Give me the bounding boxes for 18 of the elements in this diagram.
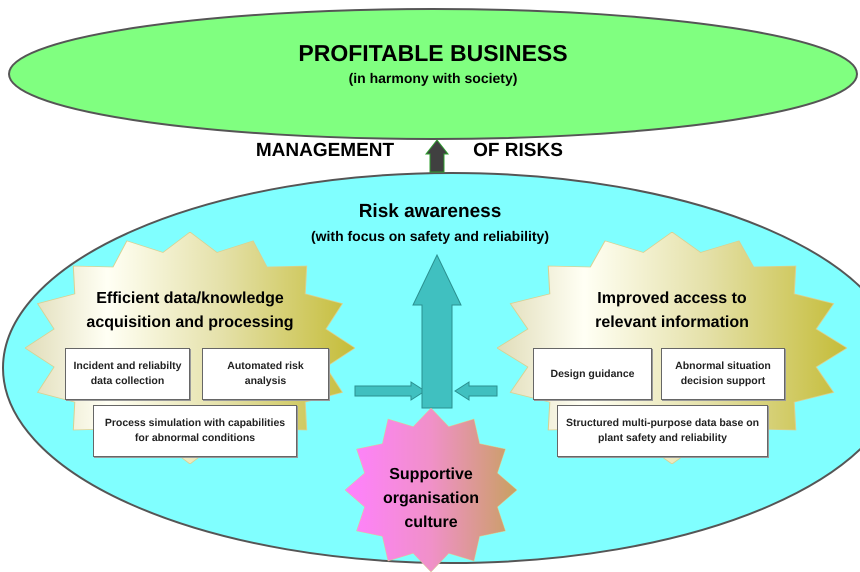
label-text: MANAGEMENT	[256, 138, 394, 163]
activity-box: Abnormal situation decision support	[661, 348, 785, 400]
starburst-heading: Improved access to relevant information	[594, 289, 750, 333]
block-arrow	[412, 254, 462, 408]
starburst-heading: Efficient data/knowledge acquisition and processing	[85, 289, 295, 333]
block-arrow	[424, 139, 450, 172]
label-text: OF RISKS	[473, 138, 563, 163]
activity-box: Process simulation with capabilities for abnormal conditions	[93, 405, 297, 457]
heading-text: Risk awareness	[358, 200, 502, 224]
block-arrow	[454, 381, 498, 401]
goal-title: PROFITABLE BUSINESS	[298, 39, 568, 68]
activity-box: Design guidance	[533, 348, 652, 400]
activity-box: Automated risk analysis	[202, 348, 329, 400]
starburst-text: Supportive organisation culture	[382, 465, 480, 533]
activity-box: Structured multi-purpose data base on plant safety and reliability	[557, 405, 768, 457]
goal-subtitle: (in harmony with society)	[348, 69, 518, 88]
subheading-text: (with focus on safety and reliability)	[310, 227, 550, 246]
activity-box: Incident and reliabilty data collection	[65, 348, 190, 400]
